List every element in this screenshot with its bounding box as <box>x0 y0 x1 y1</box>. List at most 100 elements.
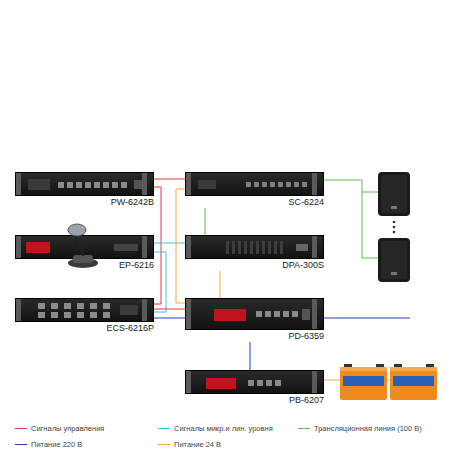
device-unit: PW-6242B <box>15 172 154 208</box>
panel-detail <box>257 380 263 386</box>
device-model-label: ECS-6216P <box>15 323 154 334</box>
panel-detail <box>280 241 283 254</box>
legend-text: Трансляционная линия (100 В) <box>314 424 422 433</box>
panel-detail <box>198 180 216 189</box>
panel-detail <box>142 299 147 321</box>
panel-detail <box>64 303 71 309</box>
device-unit: EP-6216 <box>15 235 154 271</box>
panel-detail <box>28 179 50 190</box>
panel-detail <box>270 182 275 187</box>
panel-detail <box>16 236 21 258</box>
panel-detail <box>246 182 251 187</box>
panel-detail <box>232 241 235 254</box>
legend-text: Сигналы управления <box>31 424 104 433</box>
panel-detail <box>294 182 299 187</box>
panel-detail <box>16 173 21 195</box>
device-model-label: PB-6207 <box>185 395 324 406</box>
panel-detail <box>268 241 271 254</box>
panel-detail <box>283 311 289 317</box>
panel-detail <box>186 173 191 195</box>
panel-detail <box>51 303 58 309</box>
device-model-label: DPA-300S <box>185 260 324 271</box>
device-unit: SC-6224 <box>185 172 324 208</box>
panel-detail <box>38 312 45 318</box>
signal-wire <box>154 318 185 319</box>
panel-detail <box>51 312 58 318</box>
signal-wire <box>154 187 161 304</box>
legend-line-sample <box>158 428 170 429</box>
panel-detail <box>262 241 265 254</box>
panel-detail <box>286 182 291 187</box>
legend-line-sample <box>15 428 27 429</box>
panel-detail <box>186 299 191 329</box>
legend-entry: Питание 24 В <box>158 440 221 449</box>
panel-detail <box>302 182 307 187</box>
signal-wire <box>154 252 166 312</box>
panel-detail <box>77 312 84 318</box>
panel-detail <box>238 241 241 254</box>
panel-detail <box>266 380 272 386</box>
legend-entry: Питание 220 В <box>15 440 82 449</box>
panel-detail <box>278 182 283 187</box>
mic-base <box>73 255 93 263</box>
signal-wire <box>154 309 185 310</box>
panel-detail <box>90 303 97 309</box>
signal-wire <box>176 189 185 303</box>
speaker <box>378 238 410 282</box>
rack-panel <box>185 172 324 196</box>
panel-detail <box>248 380 254 386</box>
panel-detail <box>67 182 73 188</box>
speaker <box>378 172 410 216</box>
panel-detail <box>274 311 280 317</box>
legend-text: Питание 24 В <box>174 440 221 449</box>
panel-detail <box>16 299 21 321</box>
device-model-label: PW-6242B <box>15 197 154 208</box>
speaker-wire <box>318 180 378 258</box>
legend-entry: Сигналы управления <box>15 424 104 433</box>
panel-detail <box>186 371 191 393</box>
signal-wire <box>154 179 185 180</box>
signal-wire <box>220 271 221 298</box>
panel-detail <box>142 236 147 258</box>
signal-wire <box>205 208 206 235</box>
rack-panel <box>185 298 324 330</box>
legend-entry: Трансляционная линия (100 В) <box>298 424 422 433</box>
panel-detail <box>250 241 253 254</box>
signal-wire <box>250 342 251 370</box>
panel-detail <box>112 182 118 188</box>
panel-detail <box>134 180 142 189</box>
panel-detail <box>103 303 110 309</box>
device-unit: PD-6359 <box>185 298 324 342</box>
legend-line-sample <box>298 428 310 429</box>
legend-line-sample <box>15 444 27 445</box>
legend-text: Питание 220 В <box>31 440 82 449</box>
panel-detail <box>312 299 317 329</box>
panel-detail <box>256 311 262 317</box>
panel-detail <box>76 182 82 188</box>
device-model-label: PD-6359 <box>185 331 324 342</box>
rack-panel <box>15 172 154 196</box>
panel-detail <box>254 182 259 187</box>
panel-detail <box>142 173 147 195</box>
battery <box>390 364 437 400</box>
panel-detail <box>206 378 236 389</box>
rack-panel <box>185 235 324 259</box>
panel-detail <box>256 241 259 254</box>
device-unit: ECS-6216P <box>15 298 154 334</box>
panel-detail <box>121 182 127 188</box>
signal-wire <box>154 243 185 244</box>
panel-detail <box>38 303 45 309</box>
panel-detail <box>262 182 267 187</box>
legend-entry: Сигналы микр.и лин. уровня <box>158 424 273 433</box>
rack-panel <box>185 370 324 394</box>
panel-detail <box>186 236 191 258</box>
mains-wire <box>318 318 410 319</box>
legend-text: Сигналы микр.и лин. уровня <box>174 424 273 433</box>
device-model-label: EP-6216 <box>15 260 154 271</box>
panel-detail <box>114 244 138 251</box>
rack-panel <box>15 298 154 322</box>
panel-detail <box>64 312 71 318</box>
panel-detail <box>58 182 64 188</box>
panel-detail <box>214 309 246 321</box>
